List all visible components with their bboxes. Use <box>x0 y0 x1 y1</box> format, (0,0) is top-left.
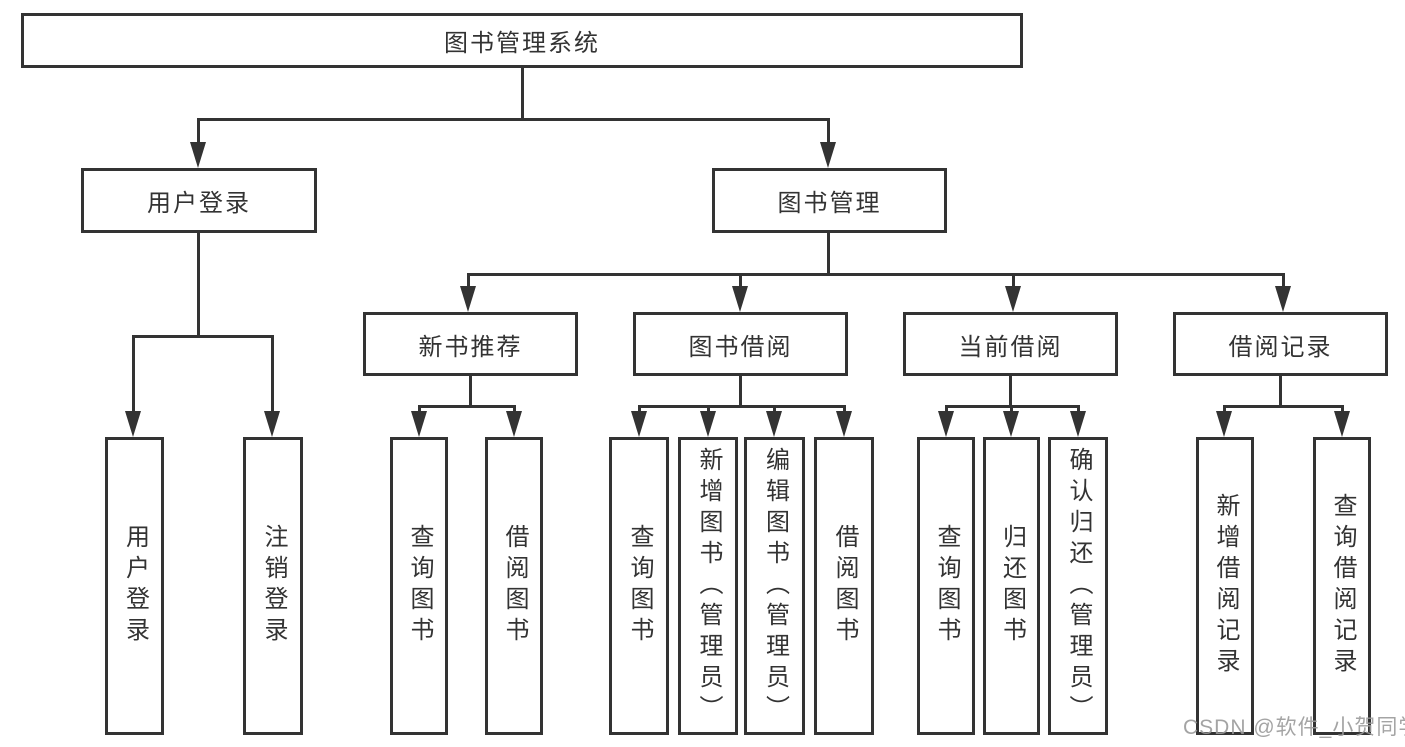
arrowhead-icon <box>1070 411 1086 437</box>
node-label: 借阅记录 <box>1228 333 1333 361</box>
csdn-watermark: CSDN @软件_小贺同学 <box>1183 716 1405 739</box>
connector-user-login-stub <box>197 233 200 335</box>
arrowhead-icon <box>700 411 716 437</box>
arrowhead-icon <box>506 411 522 437</box>
arrowhead-icon <box>631 411 647 437</box>
node-label: 查询图书 <box>406 524 433 648</box>
arrowhead-icon <box>1005 286 1021 312</box>
node-label: 当前借阅 <box>958 333 1063 361</box>
arrowhead-icon <box>460 286 476 312</box>
arrowhead-icon <box>938 411 954 437</box>
connector-root-bar <box>197 118 830 121</box>
arrowhead-icon <box>1334 411 1350 437</box>
connector-drop-leaf <box>418 405 421 413</box>
connector-drop-book-management <box>827 118 830 144</box>
connector-drop-leaf <box>1077 405 1080 413</box>
connector-book-borrow-stub <box>739 376 742 405</box>
arrowhead-icon <box>264 411 280 437</box>
leaf-query-borrow-record: 查询借阅记录 <box>1313 437 1371 735</box>
connector-new-book-bar <box>418 405 515 408</box>
connector-drop-new-book <box>467 273 470 288</box>
node-label: 借阅图书 <box>831 524 858 648</box>
leaf-add-book-admin: 新增图书（管理员） <box>678 437 738 735</box>
arrowhead-icon <box>836 411 852 437</box>
node-label: 确认归还（管理员） <box>1065 446 1092 726</box>
connector-root-stub <box>521 68 524 118</box>
connector-drop-user-login <box>197 118 200 144</box>
leaf-query-books-borrow: 查询图书 <box>609 437 669 735</box>
connector-drop-leaf <box>773 405 776 413</box>
connector-borrow-records-stub <box>1279 376 1282 405</box>
connector-drop-leaf <box>843 405 846 413</box>
connector-drop-leaf <box>513 405 516 413</box>
node-label: 用户登录 <box>121 524 149 648</box>
connector-drop-leaf <box>132 335 135 413</box>
node-borrow-records: 借阅记录 <box>1173 312 1388 376</box>
connector-drop-leaf <box>638 405 641 413</box>
arrowhead-icon <box>125 411 141 437</box>
node-book-management: 图书管理 <box>712 168 947 233</box>
connector-new-book-stub <box>469 376 472 405</box>
node-label: 用户登录 <box>147 190 251 217</box>
node-label: 查询借阅记录 <box>1329 493 1356 679</box>
connector-drop-leaf <box>707 405 710 413</box>
connector-drop-leaf <box>1223 405 1226 413</box>
arrowhead-icon <box>411 411 427 437</box>
leaf-user-login: 用户登录 <box>105 437 164 735</box>
arrowhead-icon <box>820 142 836 168</box>
connector-borrow-records-bar <box>1223 405 1343 408</box>
connector-book-management-bar <box>467 273 1284 276</box>
node-label: 图书借阅 <box>688 333 793 361</box>
leaf-borrow-books-recommend: 借阅图书 <box>485 437 543 735</box>
leaf-confirm-return-admin: 确认归还（管理员） <box>1048 437 1108 735</box>
connector-book-borrow-bar <box>638 405 845 408</box>
arrowhead-icon <box>766 411 782 437</box>
connector-drop-current-borrow <box>1012 273 1015 288</box>
leaf-logout: 注销登录 <box>243 437 303 735</box>
arrowhead-icon <box>1275 286 1291 312</box>
connector-drop-book-borrow <box>739 273 742 288</box>
connector-user-login-bar <box>132 335 274 338</box>
leaf-query-books-recommend: 查询图书 <box>390 437 448 735</box>
node-book-borrow: 图书借阅 <box>633 312 848 376</box>
leaf-query-books-current: 查询图书 <box>917 437 975 735</box>
node-label: 图书管理系统 <box>444 30 600 57</box>
leaf-add-borrow-record: 新增借阅记录 <box>1196 437 1254 735</box>
arrowhead-icon <box>1003 411 1019 437</box>
node-current-borrow: 当前借阅 <box>903 312 1118 376</box>
connector-current-borrow-stub <box>1009 376 1012 405</box>
connector-drop-leaf <box>1010 405 1013 413</box>
arrowhead-icon <box>732 286 748 312</box>
arrowhead-icon <box>1216 411 1232 437</box>
node-label: 注销登录 <box>260 524 287 648</box>
node-label: 新增图书（管理员） <box>695 446 722 726</box>
node-book-management-system: 图书管理系统 <box>21 13 1023 68</box>
node-label: 图书管理 <box>777 190 882 217</box>
node-label: 归还图书 <box>998 524 1026 648</box>
node-label: 新增借阅记录 <box>1212 493 1239 679</box>
leaf-edit-book-admin: 编辑图书（管理员） <box>744 437 805 735</box>
node-label: 编辑图书（管理员） <box>761 446 789 726</box>
connector-book-management-stub <box>827 233 830 273</box>
node-label: 查询图书 <box>626 524 653 648</box>
connector-drop-leaf <box>945 405 948 413</box>
connector-drop-leaf <box>271 335 274 413</box>
node-label: 借阅图书 <box>501 524 528 648</box>
node-user-login: 用户登录 <box>81 168 317 233</box>
node-label: 查询图书 <box>933 524 960 648</box>
arrowhead-icon <box>190 142 206 168</box>
leaf-borrow-books: 借阅图书 <box>814 437 874 735</box>
connector-drop-leaf <box>1341 405 1344 413</box>
leaf-return-books: 归还图书 <box>983 437 1040 735</box>
connector-drop-borrow-records <box>1282 273 1285 288</box>
node-new-book-recommend: 新书推荐 <box>363 312 578 376</box>
node-label: 新书推荐 <box>418 333 523 361</box>
